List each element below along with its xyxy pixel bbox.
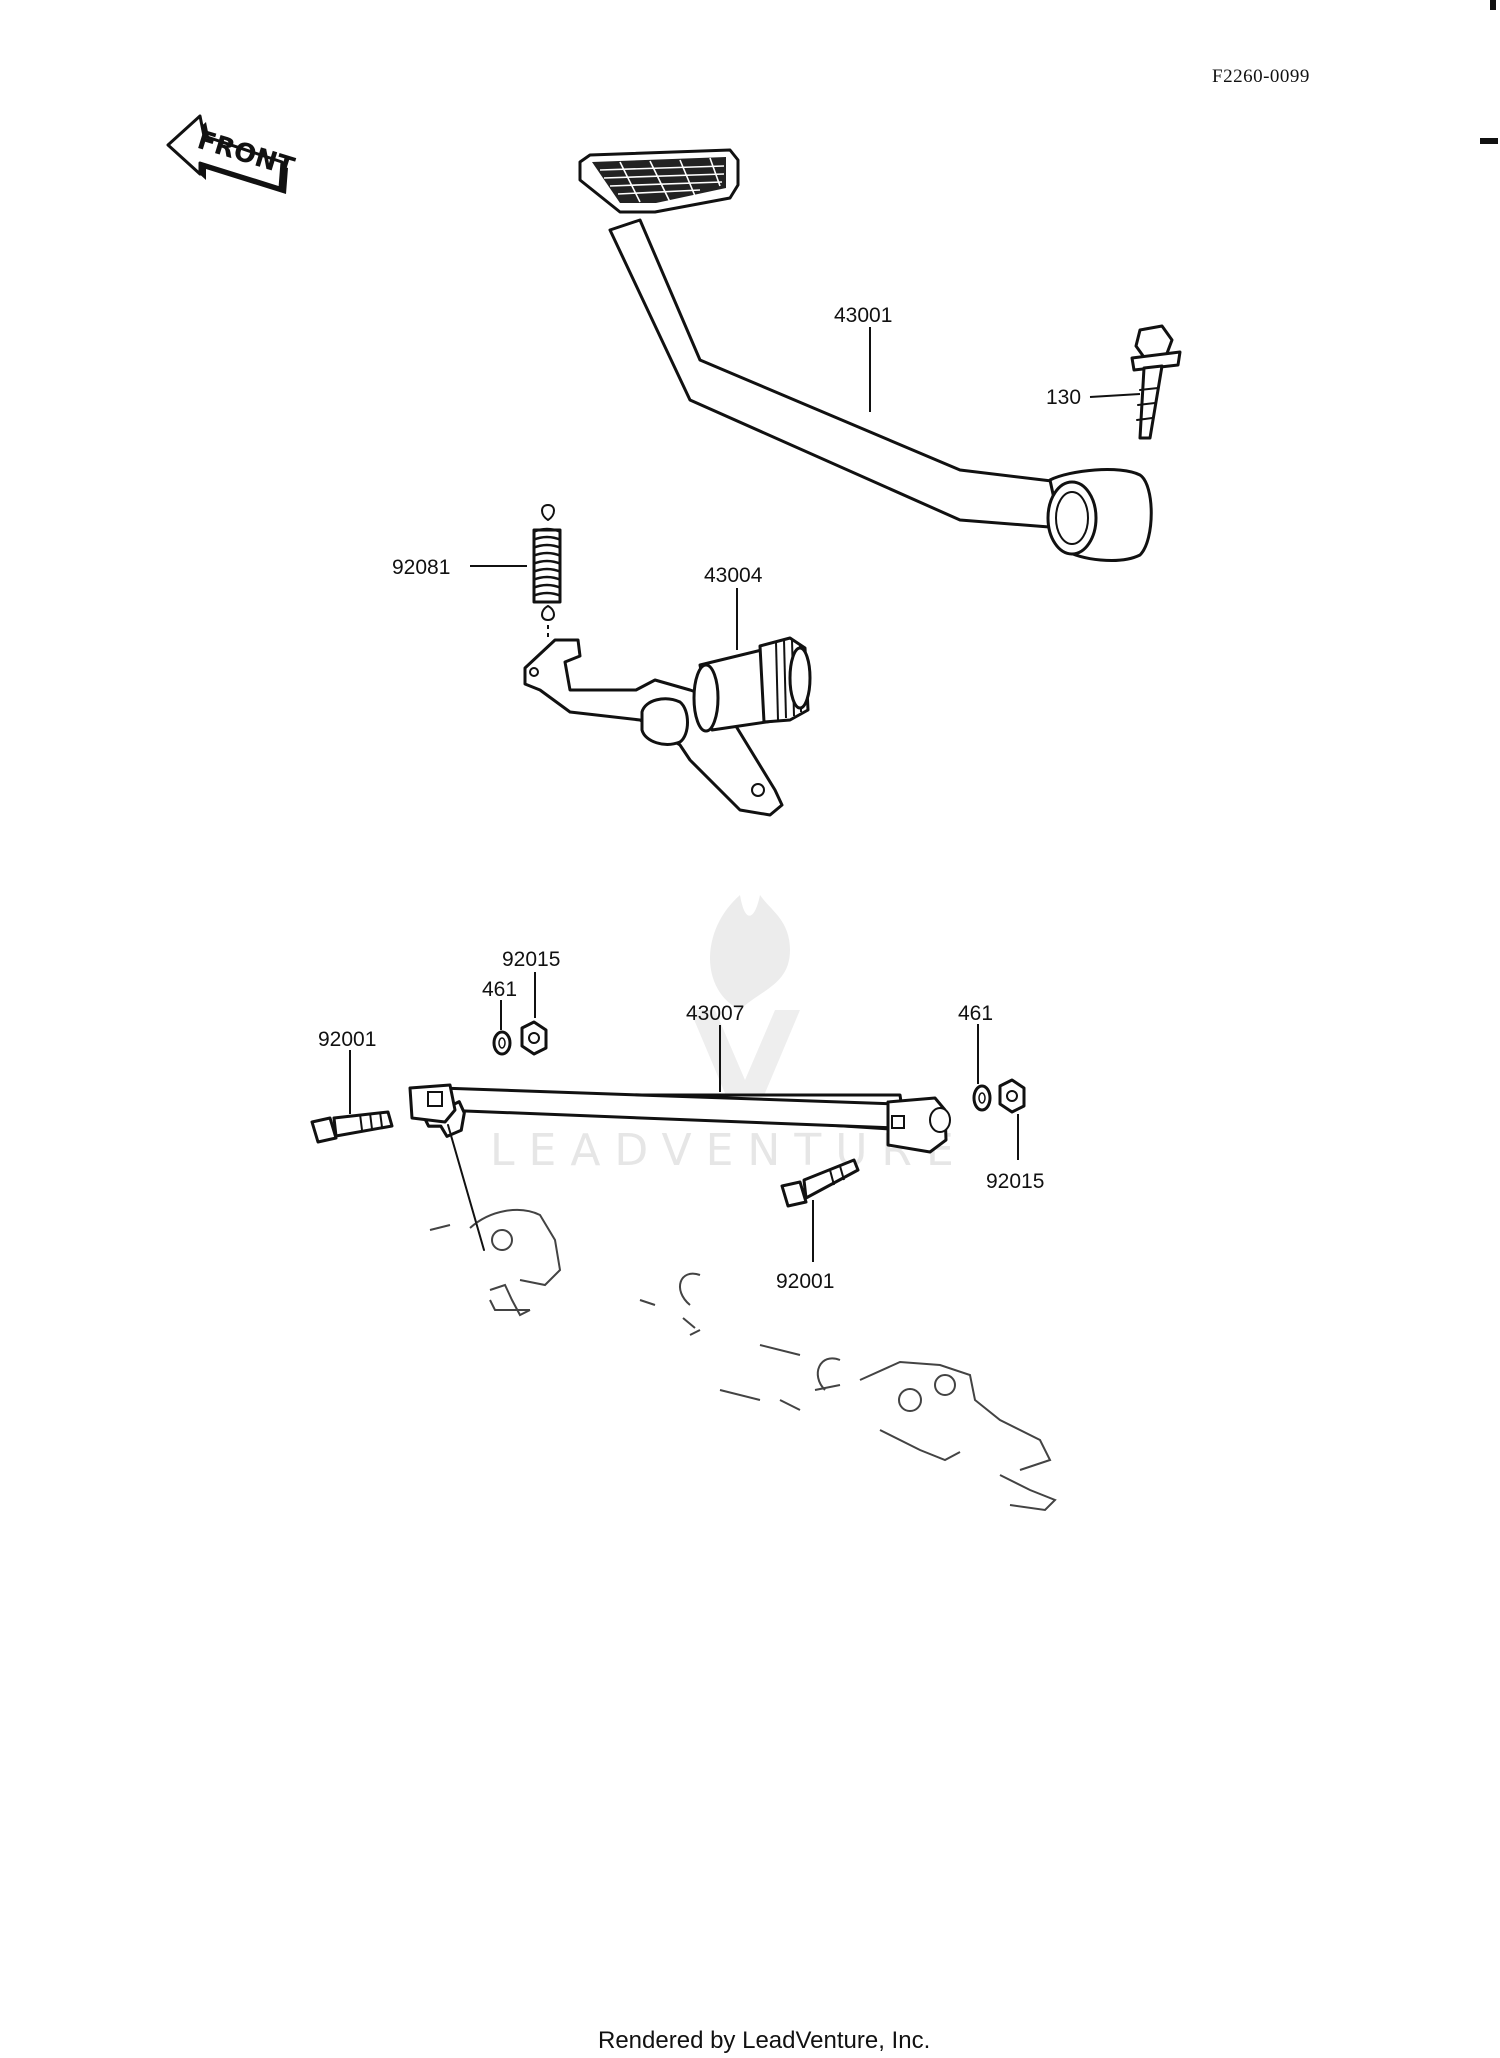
callout-43001: 43001 [834,304,892,327]
brake-pedal [578,148,1153,562]
callout-43007: 43007 [686,1002,744,1025]
return-spring [532,503,562,640]
rod-nut-right [998,1078,1026,1114]
callout-92081: 92081 [392,556,450,579]
brake-rod [408,1083,951,1251]
rod-washer-right [972,1084,992,1112]
pedal-bolt [1130,324,1182,440]
callout-43004: 43004 [704,564,763,587]
callout-461-right: 461 [958,1002,993,1025]
rod-nut-left [520,1020,548,1056]
edge-mark-side [1480,138,1498,144]
rod-bolt-right [780,1158,860,1208]
callout-92015-left: 92015 [502,948,560,971]
watermark: LEADVENTURE [490,895,968,1176]
leader-lines [349,327,1141,1262]
brake-panel-linkage-background [429,1208,1057,1512]
brake-lever-shaft [523,636,812,817]
diagram-code: F2260-0099 [1212,66,1310,87]
callout-92001-right: 92001 [776,1270,834,1293]
footer-credit: Rendered by LeadVenture, Inc. [598,2027,930,2054]
callout-130: 130 [1046,386,1081,409]
rod-bolt-left [310,1110,394,1144]
callout-461-left: 461 [482,978,517,1001]
front-arrow-icon: FRONT [166,114,298,194]
callout-labels: 43001 130 92081 43004 92015 461 43007 92… [318,304,1081,1293]
rod-washer-left [492,1030,512,1056]
watermark-text: LEADVENTURE [490,1125,968,1176]
callout-92015-right: 92015 [986,1170,1044,1193]
callout-92001-left: 92001 [318,1028,376,1051]
edge-mark-top [1490,0,1496,10]
